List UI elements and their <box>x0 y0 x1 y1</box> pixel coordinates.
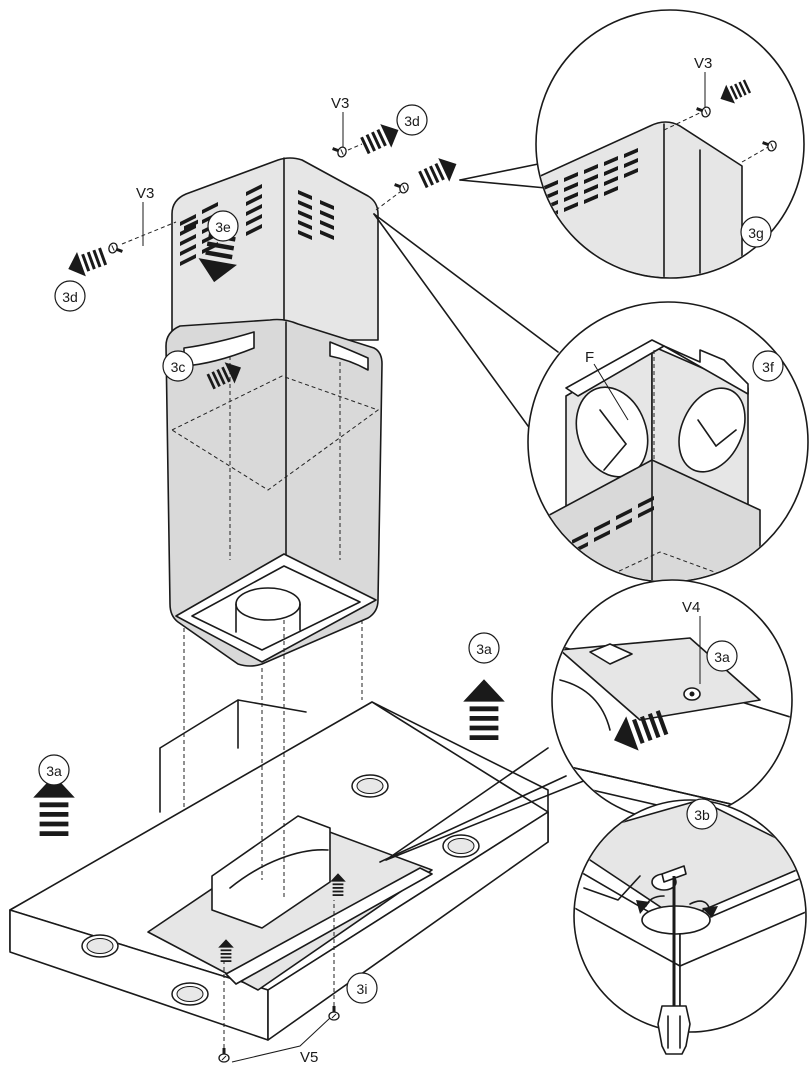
callout-3c: 3c <box>162 350 194 382</box>
light-front <box>171 982 209 1006</box>
svg-text:3d: 3d <box>62 289 78 305</box>
label-v5: V5 <box>300 1049 318 1066</box>
label-v3-top: V3 <box>331 95 349 112</box>
screw-v5-left <box>218 1047 230 1063</box>
screw-v3-top <box>330 143 349 159</box>
svg-text:3a: 3a <box>476 641 492 657</box>
light-front-left <box>81 934 119 958</box>
screws-top <box>63 112 462 282</box>
callout-3a-center: 3a <box>468 632 500 664</box>
label-v4: V4 <box>682 599 700 616</box>
svg-text:3i: 3i <box>357 981 368 997</box>
vent-slots <box>180 184 334 266</box>
callout-3a-left: 3a <box>38 754 70 786</box>
callout-3f: 3f <box>752 350 784 382</box>
callout-3d-top: 3d <box>396 104 428 136</box>
light-rear <box>351 774 389 798</box>
svg-text:3e: 3e <box>215 219 231 235</box>
hood-base <box>9 699 549 1063</box>
svg-text:3g: 3g <box>748 225 764 241</box>
label-v3-left: V3 <box>136 185 154 202</box>
svg-text:3c: 3c <box>171 359 186 375</box>
svg-text:3d: 3d <box>404 113 420 129</box>
callout-3i: 3i <box>346 972 378 1004</box>
screw-v3-right <box>392 179 411 195</box>
screw-v3-left <box>106 241 125 257</box>
svg-text:3a: 3a <box>714 649 730 665</box>
callout-3g: 3g <box>740 216 772 248</box>
light-right <box>442 834 480 858</box>
svg-text:3a: 3a <box>46 763 62 779</box>
svg-text:3b: 3b <box>694 807 710 823</box>
callout-3d-left: 3d <box>54 280 86 312</box>
callout-3b: 3b <box>686 798 718 830</box>
detail-3f <box>373 213 809 583</box>
callout-3a-detail: 3a <box>706 640 738 672</box>
detail-3g <box>459 9 805 279</box>
screw-v5-right <box>328 1005 340 1021</box>
label-filter-f: F <box>585 349 594 366</box>
label-v3-detail: V3 <box>694 55 712 72</box>
detail-3a <box>385 579 793 861</box>
vents-left <box>184 219 198 231</box>
svg-text:3f: 3f <box>762 359 774 375</box>
chimney <box>165 157 383 900</box>
callout-3e: 3e <box>207 210 239 242</box>
